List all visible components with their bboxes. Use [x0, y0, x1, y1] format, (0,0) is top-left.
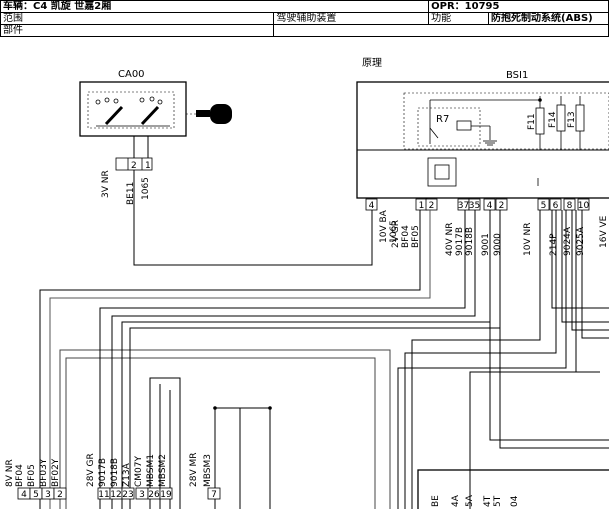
pin-number: 1 — [419, 201, 425, 211]
connector-label: 40V NR — [445, 223, 455, 256]
pin-number: 6 — [553, 201, 559, 211]
pin-cell — [577, 198, 590, 211]
ll-wire-label: 9017B — [98, 458, 108, 487]
wire-label: 9017B — [455, 227, 465, 256]
pin-number: 4 — [369, 201, 375, 211]
group-label: 28V MR — [189, 453, 199, 488]
lr-wire-label: 04 — [510, 495, 520, 507]
wires — [39, 170, 609, 509]
pin-number: 35 — [469, 201, 480, 211]
pin-number: 2 — [429, 201, 435, 211]
pin-number: 8 — [567, 201, 573, 211]
pin-number: 7 — [211, 490, 217, 500]
relay-label: R7 — [436, 114, 449, 125]
edge-label: 16V VE — [599, 215, 609, 248]
bsi1-box — [356, 81, 609, 199]
pin-number: 37 — [458, 201, 469, 211]
wire-label: 1065 — [389, 220, 399, 243]
fuse-label: F14 — [548, 111, 558, 128]
chip-icon — [427, 157, 457, 187]
pin-cell — [425, 198, 438, 211]
bsi1-inner — [403, 92, 609, 150]
pin-number: 26 — [148, 490, 160, 500]
pin-number: 5 — [541, 201, 547, 211]
pin-number: 12 — [110, 490, 121, 500]
pin-cell — [121, 487, 135, 500]
pin-number: 23 — [122, 490, 133, 500]
ca00-wire-label: BE11 — [126, 182, 136, 205]
pin-cell — [563, 198, 576, 211]
wire-label: BF04 — [401, 225, 411, 248]
wire-label: 9024A — [563, 226, 573, 256]
ll-wire-label: Z13A — [122, 462, 132, 487]
header-table: 车辆：C4 凯旋 世嘉2厢 OPR：10795 范围 驾驶辅助装置 功能 防抱死… — [0, 0, 609, 37]
wire-label: 9000 — [493, 233, 503, 256]
ca00-label: CA00 — [118, 69, 145, 80]
ll-wire-label: BF03Y — [39, 458, 49, 487]
fuse-label: F13 — [567, 111, 577, 128]
fuse-label: F11 — [527, 113, 537, 130]
pin-cell — [537, 198, 550, 211]
wire-label: BF05 — [411, 225, 421, 248]
pin-cell — [207, 487, 221, 500]
relay-icon — [429, 120, 491, 144]
part-label: 部件 — [0, 24, 275, 37]
lr-wire-label: 4T — [483, 495, 493, 507]
ca00-wire-label: 1065 — [141, 177, 151, 200]
section-label: 原理 — [362, 57, 382, 69]
bsi1-label: BSI1 — [506, 70, 528, 81]
ca00-connector: 2 1 — [115, 157, 153, 171]
ll-wire-label: BF02Y — [51, 458, 61, 487]
ll-wire-label: BF05 — [27, 464, 37, 487]
lr-wire-label: 5A — [465, 494, 475, 507]
wire-label: 214P — [549, 233, 559, 256]
wire-label: 9018B — [465, 227, 475, 256]
connector-label: 2V GR — [391, 220, 401, 248]
group-label: 8V NR — [5, 459, 15, 487]
fuse-icon — [535, 96, 585, 150]
pin-cell — [53, 487, 67, 500]
wire-label: 9025A — [576, 226, 586, 256]
relay-box — [417, 107, 481, 147]
pin-number: 4 — [21, 490, 27, 500]
ca00-wire-label: 3V NR — [101, 170, 111, 198]
ll-wire-label: 9018B — [110, 458, 120, 487]
lr-wire-label: BE — [431, 495, 441, 507]
pin-number: 11 — [98, 490, 109, 500]
ca00-inner — [87, 91, 175, 129]
ignition-switch-icon — [95, 96, 170, 127]
pin-number: 19 — [160, 490, 172, 500]
ll-wire-label: CM07Y — [134, 455, 144, 487]
ca00-pin: 2 — [131, 161, 137, 171]
ca00-box — [79, 81, 187, 137]
lr-wire-label: 4A — [451, 494, 461, 507]
lower-right-box — [417, 469, 609, 509]
pin-number: 5 — [33, 490, 39, 500]
ll-wire-label: MBSM2 — [158, 454, 168, 487]
ll-wire-label: BF04 — [15, 464, 25, 487]
ground-icon — [483, 140, 497, 146]
ll-wire-label: MBSM1 — [146, 454, 156, 487]
group-label: 28V GR — [86, 453, 96, 487]
connector-label: 10V BA — [379, 209, 389, 243]
connector-label: 10V NR — [523, 223, 533, 256]
pin-cell — [495, 198, 508, 211]
part-value — [273, 24, 609, 37]
pin-number: 2 — [499, 201, 505, 211]
pin-number: 10 — [578, 201, 590, 211]
pin-number: 3 — [139, 490, 145, 500]
wire-label: 9001 — [481, 233, 491, 256]
lr-wire-label: 5T — [493, 495, 503, 507]
key-icon — [186, 104, 232, 124]
pin-cell — [159, 487, 173, 500]
ca00-pin: 1 — [145, 161, 151, 171]
pin-number: 2 — [57, 490, 63, 500]
pin-number: 3 — [45, 490, 51, 500]
ll-wire-label: MBSM3 — [203, 454, 213, 487]
pin-number: 4 — [487, 201, 493, 211]
